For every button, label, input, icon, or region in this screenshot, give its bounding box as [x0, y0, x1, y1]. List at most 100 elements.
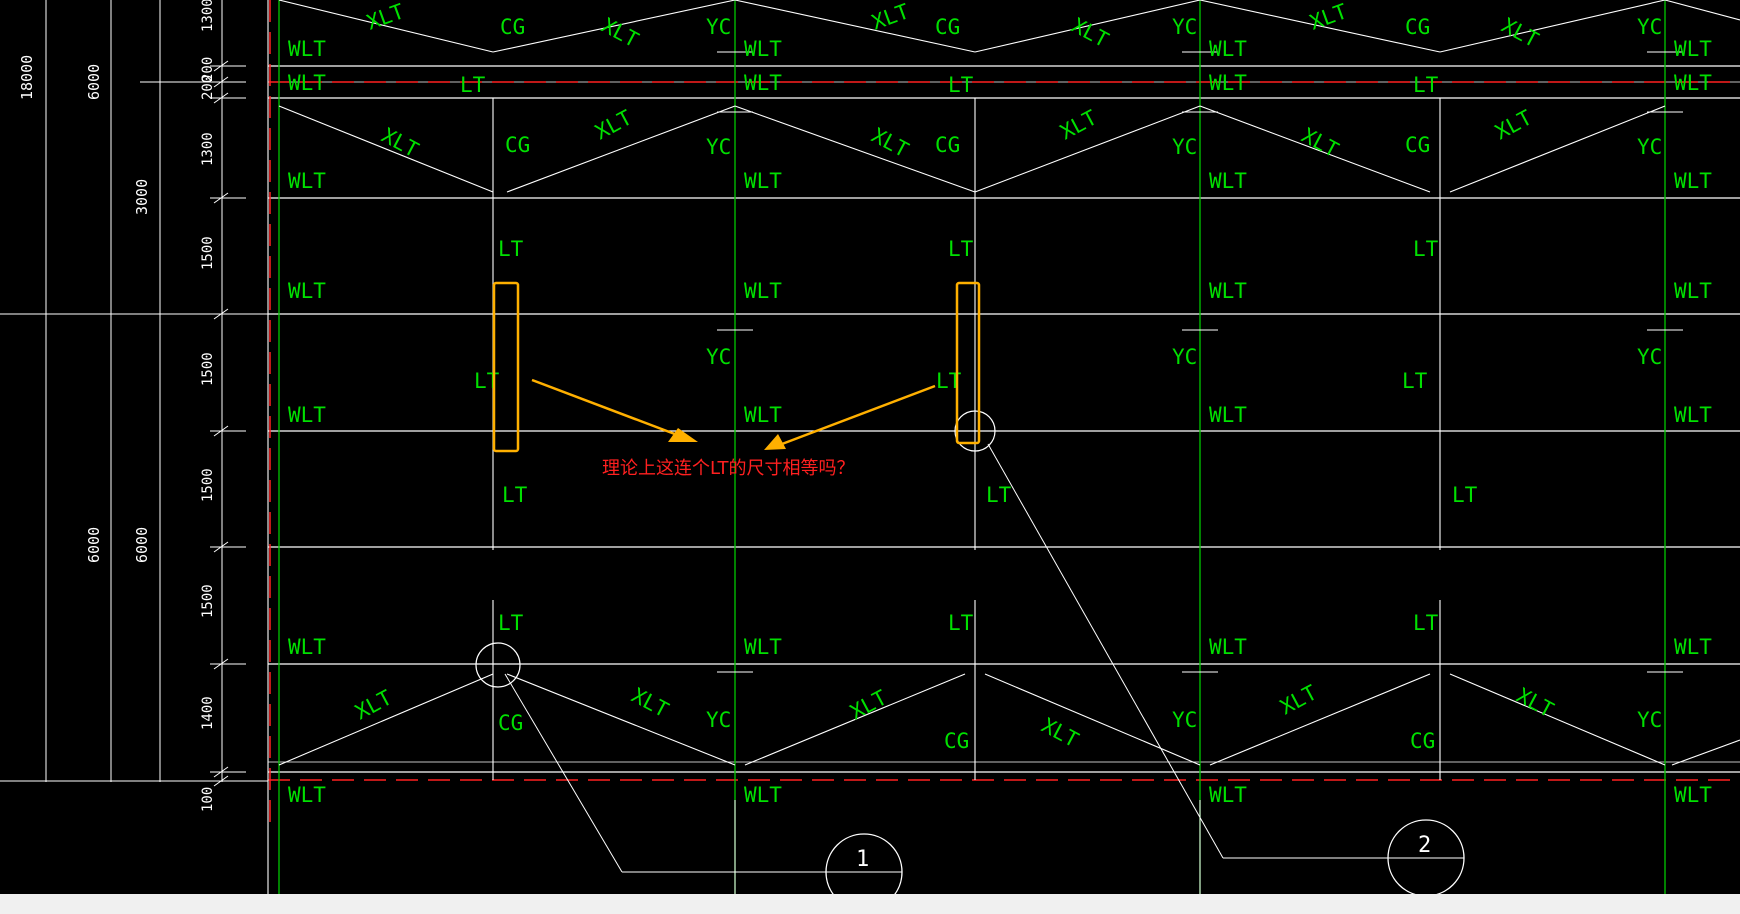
- xlt-brace: [278, 105, 494, 193]
- dim-col-b-mid: 3000: [133, 179, 151, 215]
- xlt-brace: [1449, 673, 1666, 766]
- xlt-brace: [506, 673, 736, 766]
- label-yc: YC: [706, 345, 731, 369]
- label-wlt: WLT: [288, 71, 326, 95]
- label-yc: YC: [1637, 708, 1662, 732]
- label-wlt: WLT: [1674, 169, 1712, 193]
- label-lt: LT: [948, 73, 974, 97]
- label-wlt: WLT: [288, 169, 326, 193]
- xlt-brace: [734, 105, 976, 193]
- dim-row: 1500: [200, 352, 216, 386]
- xlt-brace: [1209, 673, 1431, 766]
- dim-row: 1500: [200, 468, 216, 502]
- label-cg: CG: [944, 729, 969, 753]
- label-wlt: WLT: [1674, 783, 1712, 807]
- label-wlt: WLT: [744, 71, 782, 95]
- dim-slash: [213, 541, 229, 553]
- label-wlt: WLT: [744, 635, 782, 659]
- label-yc: YC: [706, 708, 731, 732]
- label-lt: LT: [986, 483, 1012, 507]
- label-lt: LT: [1452, 483, 1478, 507]
- label-wlt: WLT: [1674, 71, 1712, 95]
- label-yc: YC: [1637, 345, 1662, 369]
- leader-line-2: [987, 443, 1224, 859]
- label-wlt: WLT: [1674, 403, 1712, 427]
- label-wlt: WLT: [744, 169, 782, 193]
- xlt-brace: [1199, 105, 1431, 193]
- dim-slash: [213, 775, 229, 787]
- dim-row: 100: [200, 787, 216, 812]
- label-yc: YC: [1637, 15, 1662, 39]
- label-cg: CG: [935, 15, 960, 39]
- label-yc: YC: [1172, 15, 1197, 39]
- label-wlt: WLT: [288, 403, 326, 427]
- dim-row: 200: [200, 57, 216, 82]
- xlt-brace: [744, 673, 966, 766]
- label-cg: CG: [498, 711, 523, 735]
- label-cg: CG: [1410, 729, 1435, 753]
- label-yc: YC: [706, 135, 731, 159]
- dim-slash: [213, 192, 229, 204]
- label-lt: LT: [1402, 369, 1428, 393]
- label-cg: CG: [500, 15, 525, 39]
- label-wlt: WLT: [1674, 279, 1712, 303]
- label-wlt: WLT: [1209, 169, 1247, 193]
- xlt-brace: [278, 0, 494, 53]
- grid-lines: [0, 0, 1740, 894]
- status-bar: [0, 894, 1740, 914]
- label-wlt: WLT: [1209, 37, 1247, 61]
- diagonal-braces: 12: [278, 0, 1740, 911]
- dim-row: 200: [200, 75, 216, 100]
- label-wlt: WLT: [288, 37, 326, 61]
- annotation-question: 理论上这连个LT的尺寸相等吗？: [602, 458, 855, 479]
- highlight-box-right[interactable]: [955, 281, 981, 445]
- leader-line-1: [504, 673, 623, 873]
- xlt-brace: [974, 0, 1201, 53]
- label-wlt: WLT: [1674, 37, 1712, 61]
- label-yc: YC: [706, 15, 731, 39]
- xlt-brace: [1449, 105, 1666, 193]
- dim-slash: [213, 308, 229, 320]
- label-wlt: WLT: [288, 279, 326, 303]
- label-wlt: WLT: [1674, 635, 1712, 659]
- callout-circle: [475, 642, 521, 688]
- label-lt: LT: [1413, 237, 1439, 261]
- label-yc: YC: [1172, 135, 1197, 159]
- label-cg: CG: [1405, 133, 1430, 157]
- label-yc: YC: [1637, 135, 1662, 159]
- label-cg: CG: [935, 133, 960, 157]
- xlt-brace: [492, 0, 736, 53]
- label-wlt: WLT: [1209, 403, 1247, 427]
- dim-slash: [213, 766, 229, 778]
- dim-col-a-top: 6000: [85, 64, 103, 100]
- label-wlt: WLT: [744, 279, 782, 303]
- dim-row: 1500: [200, 584, 216, 618]
- label-lt: LT: [1413, 73, 1439, 97]
- callout-circle: [954, 410, 996, 452]
- dim-slash: [213, 658, 229, 670]
- label-lt: LT: [1413, 611, 1439, 635]
- dim-col-a-bottom: 6000: [85, 527, 103, 563]
- label-wlt: WLT: [1209, 71, 1247, 95]
- xlt-brace: [1439, 0, 1666, 53]
- label-yc: YC: [1172, 345, 1197, 369]
- highlight-box-left[interactable]: [492, 281, 520, 453]
- label-wlt: WLT: [1209, 635, 1247, 659]
- xlt-brace: [278, 673, 494, 766]
- label-wlt: WLT: [288, 635, 326, 659]
- annotation-layer: 理论上这连个LT的尺寸相等吗？: [492, 281, 981, 479]
- dim-row: 1300: [200, 0, 216, 32]
- label-lt: LT: [498, 611, 524, 635]
- arrow-right: [764, 384, 936, 450]
- dim-overall: 18000: [18, 55, 36, 100]
- label-lt: LT: [474, 369, 500, 393]
- dim-slash: [213, 60, 229, 72]
- xlt-brace: [984, 673, 1201, 766]
- label-lt: LT: [502, 483, 528, 507]
- detail-marker-2-label: 2: [1418, 833, 1431, 858]
- dim-slash: [213, 425, 229, 437]
- label-wlt: WLT: [1209, 783, 1247, 807]
- arrow-left: [531, 378, 698, 442]
